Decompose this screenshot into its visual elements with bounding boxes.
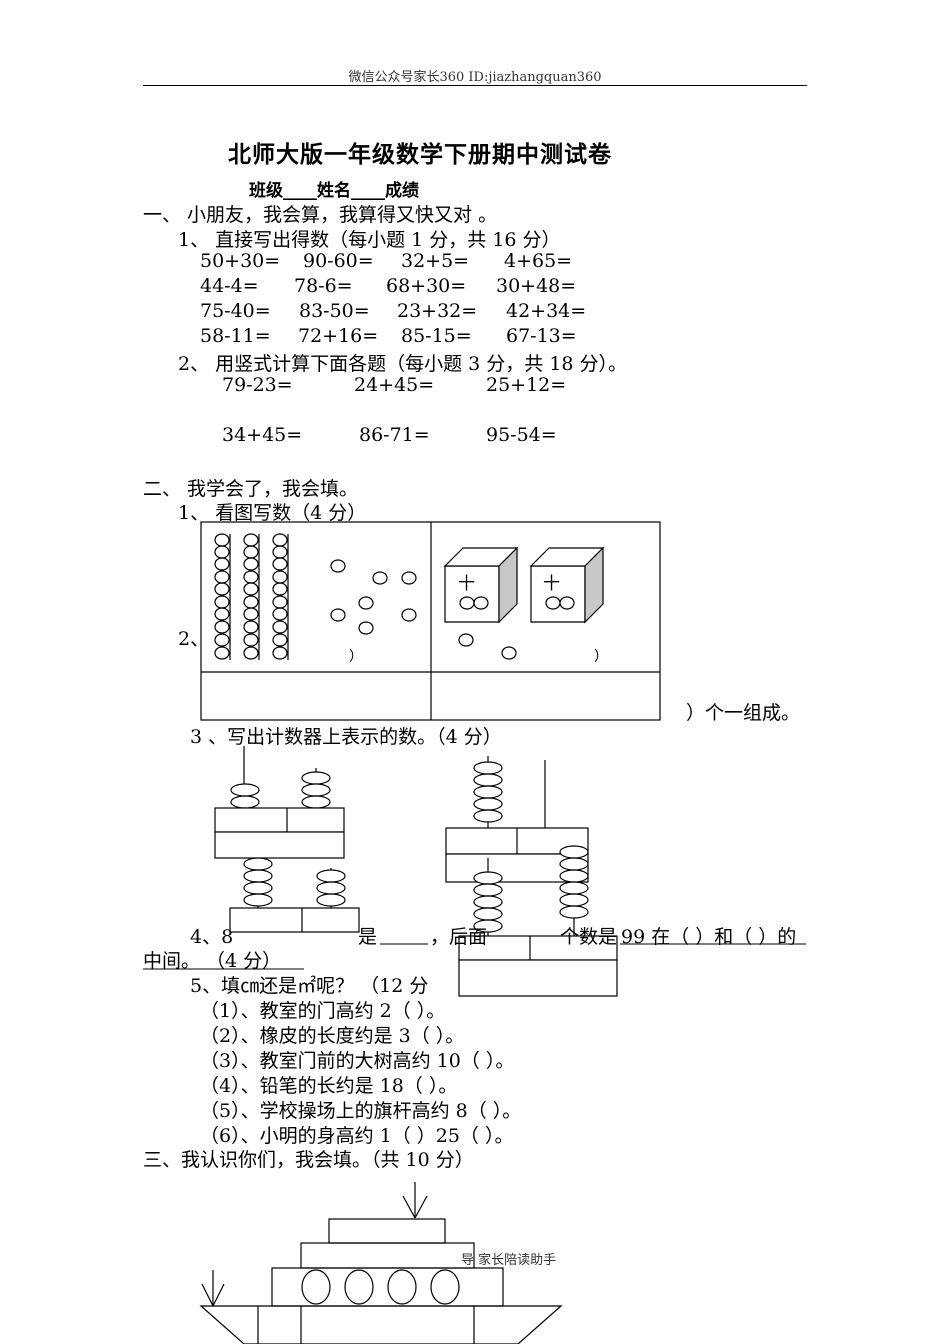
q2-item: 34+45= (222, 424, 303, 446)
q1-item: 67-13= (506, 325, 577, 347)
paren-close: ） (594, 649, 608, 665)
q5-item: （3）、教室门前的大树高约 10（ ）。 (200, 1050, 515, 1072)
q2-item: 25+12= (486, 374, 567, 396)
q5-item: （2）、橡皮的长度约是 3（ ）。 (200, 1025, 465, 1047)
q1-item: 72+16= (298, 325, 379, 347)
q5-item: （4）、铅笔的长约是 18（ ）。 (200, 1075, 458, 1097)
one-beads-left (330, 559, 417, 635)
header-rule (143, 85, 807, 86)
q1-item: 83-50= (299, 300, 370, 322)
q1-item: 4+65= (504, 250, 573, 272)
s2-q4-line2: 中间。 （4 分） (143, 950, 282, 972)
page-title: 北师大版一年级数学下册期中测试卷 (228, 141, 612, 168)
counter-frame-3 (229, 857, 360, 933)
section1-heading: 一、 小朋友，我会算，我算得又快又对 。 (143, 204, 498, 226)
q1-item: 58-11= (200, 325, 271, 347)
q1-item: 50+30= (200, 250, 281, 272)
counter-frame-2 (445, 756, 589, 936)
q4-underlines (143, 943, 806, 970)
q1-item: 78-6= (294, 275, 353, 297)
shapes-figure (199, 1182, 563, 1344)
q5-item: （6）、小明的身高约 1（ ）25（ ）。 (200, 1125, 514, 1147)
section3-heading: 三、我认识你们，我会填。（共 10 分） (143, 1149, 474, 1171)
q2-item: 79-23= (222, 374, 293, 396)
s2-q1-label: 1、 看图写数（4 分） (178, 502, 367, 524)
q1-item: 30+48= (496, 275, 577, 297)
q2-tail: ）个一组成。 (686, 702, 801, 724)
q1-label: 1、 直接写出得数（每小题 1 分，共 16 分） (178, 229, 561, 251)
q2-label: 2、 用竖式计算下面各题（每小题 3 分，共 18 分）。 (178, 353, 628, 375)
q2-item: 24+45= (354, 374, 435, 396)
q1-item: 90-60= (303, 250, 374, 272)
q1-item: 75-40= (200, 300, 271, 322)
student-info: 班级____姓名____成绩 (249, 181, 419, 201)
q1-item: 42+34= (506, 300, 587, 322)
q5-item: （1）、教室的门高约 2（ ）。 (200, 1000, 446, 1022)
counter-frame-4 (458, 935, 618, 997)
section2-heading: 二、 我学会了，我会填。 (143, 478, 359, 500)
q1-item: 85-15= (401, 325, 472, 347)
counter-frame-1 (214, 746, 345, 859)
watermark-text: 导 家长陪读助手 (461, 1253, 557, 1268)
q2-item: 86-71= (359, 424, 430, 446)
s2-q4-c: ，后面 (430, 926, 488, 948)
s2-q4-a: 4、8 (190, 926, 234, 948)
page-header: 微信公众号家长360 ID:jiazhangquan360 (348, 70, 602, 85)
paren-close: ） (349, 649, 363, 665)
picture-table (200, 521, 661, 721)
cube-label: 十 (458, 574, 475, 594)
q2-item: 95-54= (486, 424, 557, 446)
s2-q4-b: 是 (358, 926, 378, 948)
q1-item: 23+32= (397, 300, 478, 322)
ten-bead-strings (214, 533, 289, 661)
s2-q4-e: 99 在（ ）和（ ）的 (621, 926, 797, 948)
s2-q3-label: 3 、写出计数器上表示的数。（4 分） (190, 726, 502, 748)
ten-cubes (443, 546, 605, 660)
s2-q5-label: 5、填㎝还是㎡呢？ （12 分 (190, 975, 429, 997)
cube-label: 十 (543, 574, 560, 594)
q5-item: （5）、学校操场上的旗杆高约 8（ ）。 (200, 1100, 522, 1122)
q1-item: 68+30= (386, 275, 467, 297)
q1-item: 44-4= (200, 275, 259, 297)
s2-q4-d: 个数是 (560, 926, 618, 948)
q1-item: 32+5= (401, 250, 470, 272)
